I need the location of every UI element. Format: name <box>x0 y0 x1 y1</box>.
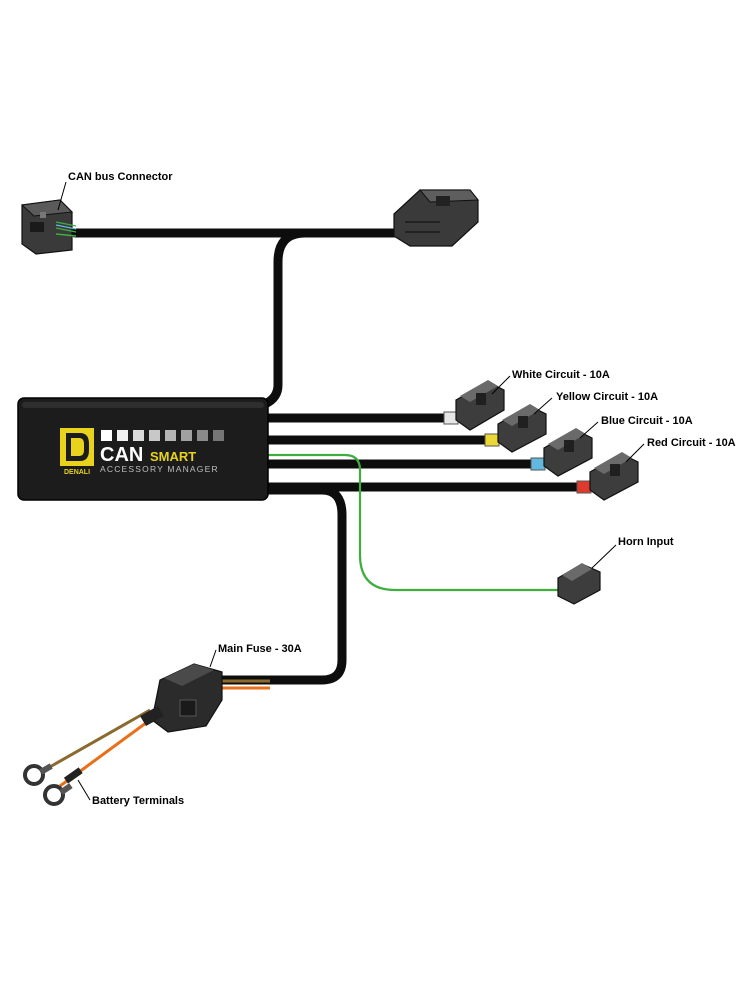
leader-line <box>77 779 91 801</box>
trunk-cable <box>260 228 415 409</box>
leader-line <box>591 544 617 569</box>
battery-terminal-icon <box>43 783 73 806</box>
status-led <box>181 430 192 441</box>
brand-subtitle: ACCESSORY MANAGER <box>100 464 219 474</box>
status-led <box>197 430 208 441</box>
label-can-bus: CAN bus Connector <box>68 171 173 183</box>
label-blue-circuit: Blue Circuit - 10A <box>601 415 693 427</box>
leader-line <box>579 421 599 439</box>
status-led <box>133 430 144 441</box>
white-circuit-plug-icon <box>443 380 505 431</box>
label-red-circuit: Red Circuit - 10A <box>647 437 736 449</box>
status-led <box>149 430 160 441</box>
label-horn-input: Horn Input <box>618 536 674 548</box>
label-yellow-circuit: Yellow Circuit - 10A <box>556 391 658 403</box>
can-bus-connector-icon <box>20 199 77 255</box>
red-circuit-plug-icon <box>576 452 639 501</box>
blue-circuit-plug-icon <box>530 428 593 477</box>
cansmart-module: DENALI CAN SMART ACCESSORY MANAGER <box>17 397 269 501</box>
logo-text: DENALI <box>64 469 90 476</box>
label-white-circuit: White Circuit - 10A <box>512 369 610 381</box>
status-led <box>117 430 128 441</box>
status-led <box>101 430 112 441</box>
leader-line <box>209 649 217 668</box>
horn-input-connector-icon <box>557 563 601 605</box>
leader-line <box>533 397 553 415</box>
leader-line <box>625 443 645 463</box>
leader-line <box>57 181 67 211</box>
label-battery-terminals: Battery Terminals <box>92 795 184 807</box>
horn-wire <box>268 453 565 592</box>
status-led <box>165 430 176 441</box>
vehicle-connector-icon <box>393 189 480 247</box>
denali-logo-icon: DENALI <box>60 428 94 476</box>
leader-line <box>491 375 511 395</box>
brand-secondary: SMART <box>150 449 196 464</box>
label-main-fuse: Main Fuse - 30A <box>218 643 302 655</box>
terminal-crimp-icon <box>63 767 83 784</box>
yellow-circuit-plug-icon <box>484 404 547 453</box>
power-cable <box>213 485 347 685</box>
status-leds <box>101 430 224 441</box>
main-fuse-icon <box>140 663 223 733</box>
battery-terminal-icon <box>23 763 53 786</box>
status-led <box>213 430 224 441</box>
brand-main: CAN <box>100 444 143 466</box>
